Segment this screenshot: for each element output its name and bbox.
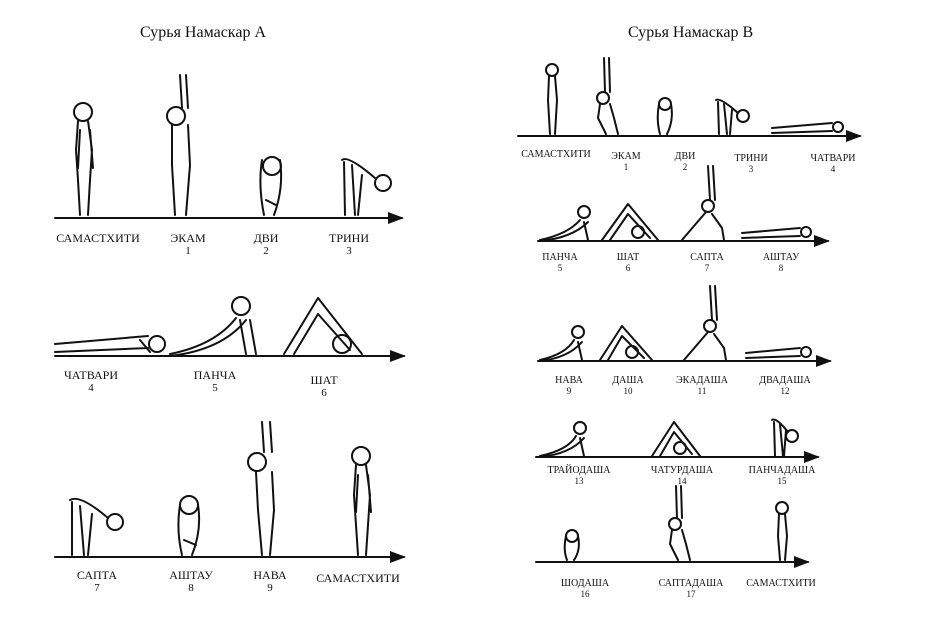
figure-b-chaturdasha (651, 421, 701, 457)
figure-a-dvi (259, 156, 283, 216)
figure-b-ashtau (741, 226, 812, 239)
figure-b-chatvari (771, 121, 844, 134)
figure-b-nava (539, 325, 585, 362)
figure-b-ekadasha (683, 285, 727, 361)
figure-b-dasha (599, 325, 653, 361)
figure-a-pancha (169, 296, 257, 357)
figure-b-panchadasha (771, 418, 799, 457)
figure-b-saptadasha (668, 485, 691, 561)
figure-b-trayodasha (539, 421, 587, 458)
figure-b-ekam (596, 57, 619, 135)
figure-a-ekam (166, 74, 191, 216)
label-b-samasthiti-end: САМАСТХИТИ (746, 578, 816, 589)
figure-b-shat (601, 203, 659, 241)
figure-b-trini (715, 98, 750, 135)
figure-a-nava (247, 421, 275, 556)
label-a-samasthiti-end: САМАСТХИТИ (316, 571, 400, 585)
figure-b-samasthiti-end (775, 501, 789, 561)
title-surya-namaskar-a: Сурья Намаскар A (140, 24, 266, 41)
figure-a-trini (341, 158, 392, 216)
figure-b-dvi (656, 97, 673, 135)
figure-b-pancha (539, 205, 591, 242)
figure-a-sapta (69, 497, 124, 556)
figure-b-shodasha (563, 529, 580, 561)
title-surya-namaskar-b: Сурья Намаскар B (628, 24, 754, 41)
figure-b-samasthiti (545, 63, 559, 135)
label-b-samasthiti: САМАСТХИТИ (521, 149, 591, 160)
figure-b-sapta (681, 165, 725, 241)
figure-a-samasthiti (73, 102, 94, 216)
figure-a-chatvari (54, 335, 166, 353)
figure-b-dvadasha (745, 346, 812, 359)
figure-a-samasthiti-end (351, 446, 372, 556)
figure-a-shat (283, 297, 363, 355)
label-a-samasthiti: САМАСТХИТИ (56, 231, 140, 245)
figure-a-ashtau (177, 495, 201, 556)
